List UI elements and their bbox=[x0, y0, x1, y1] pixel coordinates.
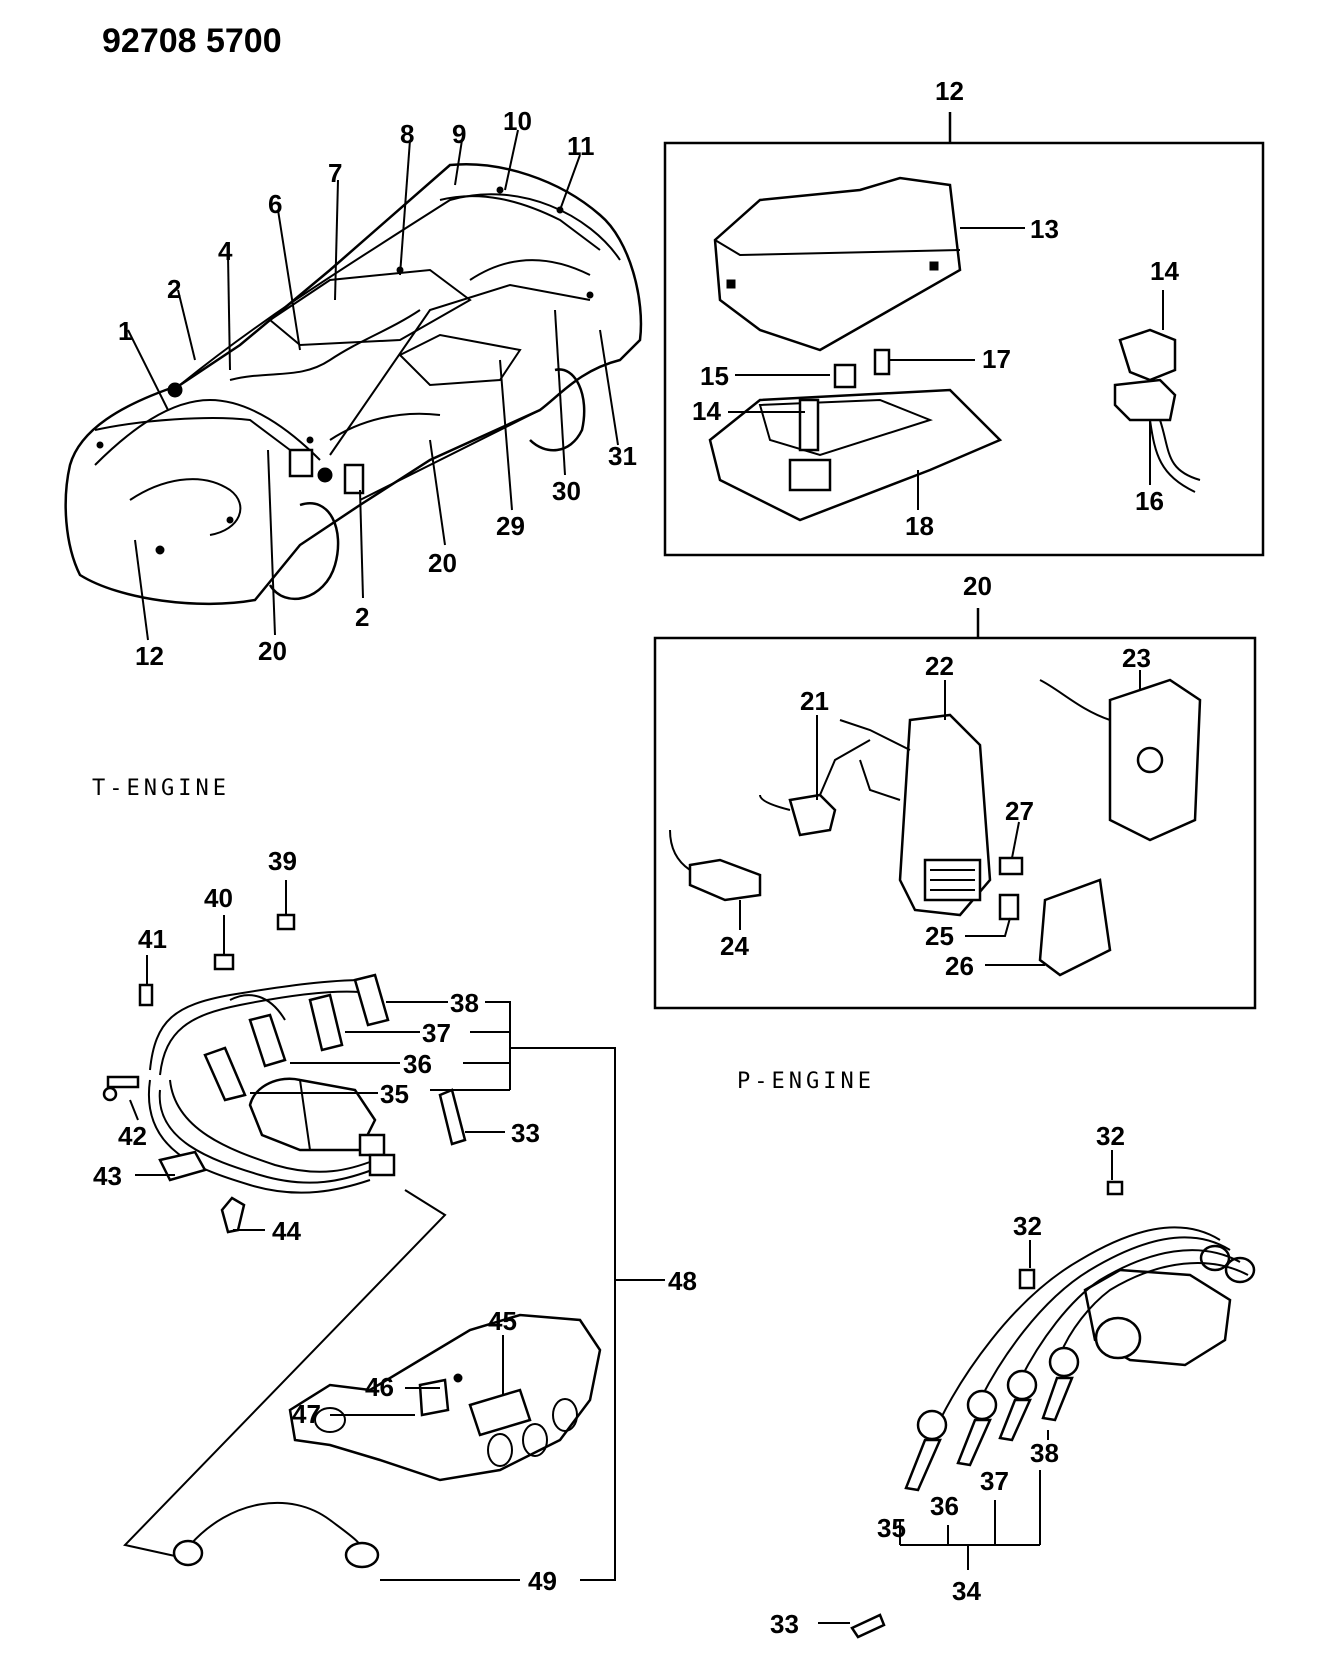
callout-25: 25 bbox=[925, 921, 954, 951]
callout-22: 22 bbox=[925, 651, 954, 681]
callout-41: 41 bbox=[138, 924, 167, 954]
callout-37-t: 37 bbox=[422, 1018, 451, 1048]
callout-31: 31 bbox=[608, 441, 637, 471]
p-engine-ignition-illustration bbox=[850, 1180, 1256, 1639]
callout-29: 29 bbox=[496, 511, 525, 541]
t-engine-label: T-ENGINE bbox=[92, 776, 230, 801]
junction-block-illustration bbox=[669, 678, 1202, 977]
callout-34: 34 bbox=[952, 1576, 981, 1606]
callout-30: 30 bbox=[552, 476, 581, 506]
document-number: 92708 5700 bbox=[102, 22, 282, 60]
callout-21: 21 bbox=[800, 686, 829, 716]
callout-17: 17 bbox=[982, 344, 1011, 374]
detail-box-20 bbox=[653, 636, 1257, 1010]
callout-39: 39 bbox=[268, 846, 297, 876]
callout-26: 26 bbox=[945, 951, 974, 981]
callout-35-t: 35 bbox=[380, 1079, 409, 1109]
callout-35-p: 35 bbox=[877, 1513, 906, 1543]
callout-42: 42 bbox=[118, 1121, 147, 1151]
callout-4: 4 bbox=[218, 236, 233, 266]
callout-48: 48 bbox=[668, 1266, 697, 1296]
p-engine-label: P-ENGINE bbox=[737, 1069, 875, 1094]
t-engine-ignition-illustration bbox=[102, 913, 602, 1569]
callout-23: 23 bbox=[1122, 643, 1151, 673]
callout-10: 10 bbox=[503, 106, 532, 136]
callout-9: 9 bbox=[452, 119, 466, 149]
callout-43: 43 bbox=[93, 1161, 122, 1191]
callout-40: 40 bbox=[204, 883, 233, 913]
callout-36-t: 36 bbox=[403, 1049, 432, 1079]
callout-44: 44 bbox=[272, 1216, 301, 1246]
callout-1: 1 bbox=[118, 316, 132, 346]
callout-38-t: 38 bbox=[450, 988, 479, 1018]
vehicle-harness-illustration bbox=[64, 163, 643, 606]
callout-27: 27 bbox=[1005, 796, 1034, 826]
callout-38-p: 38 bbox=[1030, 1438, 1059, 1468]
callout-32-lower: 32 bbox=[1013, 1211, 1042, 1241]
callout-13: 13 bbox=[1030, 214, 1059, 244]
callout-20-box: 20 bbox=[963, 571, 992, 601]
callout-18: 18 bbox=[905, 511, 934, 541]
callout-12: 12 bbox=[135, 641, 164, 671]
callout-33-p: 33 bbox=[770, 1609, 799, 1639]
callout-33-t: 33 bbox=[511, 1118, 540, 1148]
detail-box-12 bbox=[663, 141, 1265, 557]
callout-16: 16 bbox=[1135, 486, 1164, 516]
callout-14-base: 14 bbox=[692, 396, 721, 426]
callout-15: 15 bbox=[700, 361, 729, 391]
callout-47: 47 bbox=[292, 1399, 321, 1429]
callout-11: 11 bbox=[567, 131, 595, 161]
relay-box-illustration bbox=[708, 176, 1201, 522]
callout-12-box: 12 bbox=[935, 76, 964, 106]
callout-45: 45 bbox=[488, 1306, 517, 1336]
callout-6: 6 bbox=[268, 189, 282, 219]
callout-2: 2 bbox=[167, 274, 181, 304]
callout-32-upper: 32 bbox=[1096, 1121, 1125, 1151]
callout-49: 49 bbox=[528, 1566, 557, 1596]
callout-7: 7 bbox=[328, 158, 342, 188]
callout-46: 46 bbox=[365, 1372, 394, 1402]
callout-8: 8 bbox=[400, 119, 414, 149]
callout-37-p: 37 bbox=[980, 1466, 1009, 1496]
callout-14: 14 bbox=[1150, 256, 1179, 286]
callout-20: 20 bbox=[258, 636, 287, 666]
vehicle-callout-leaders bbox=[127, 129, 619, 641]
callout-24: 24 bbox=[720, 931, 749, 961]
callout-2-lower: 2 bbox=[355, 602, 369, 632]
callout-36-p: 36 bbox=[930, 1491, 959, 1521]
callout-20-mid: 20 bbox=[428, 548, 457, 578]
